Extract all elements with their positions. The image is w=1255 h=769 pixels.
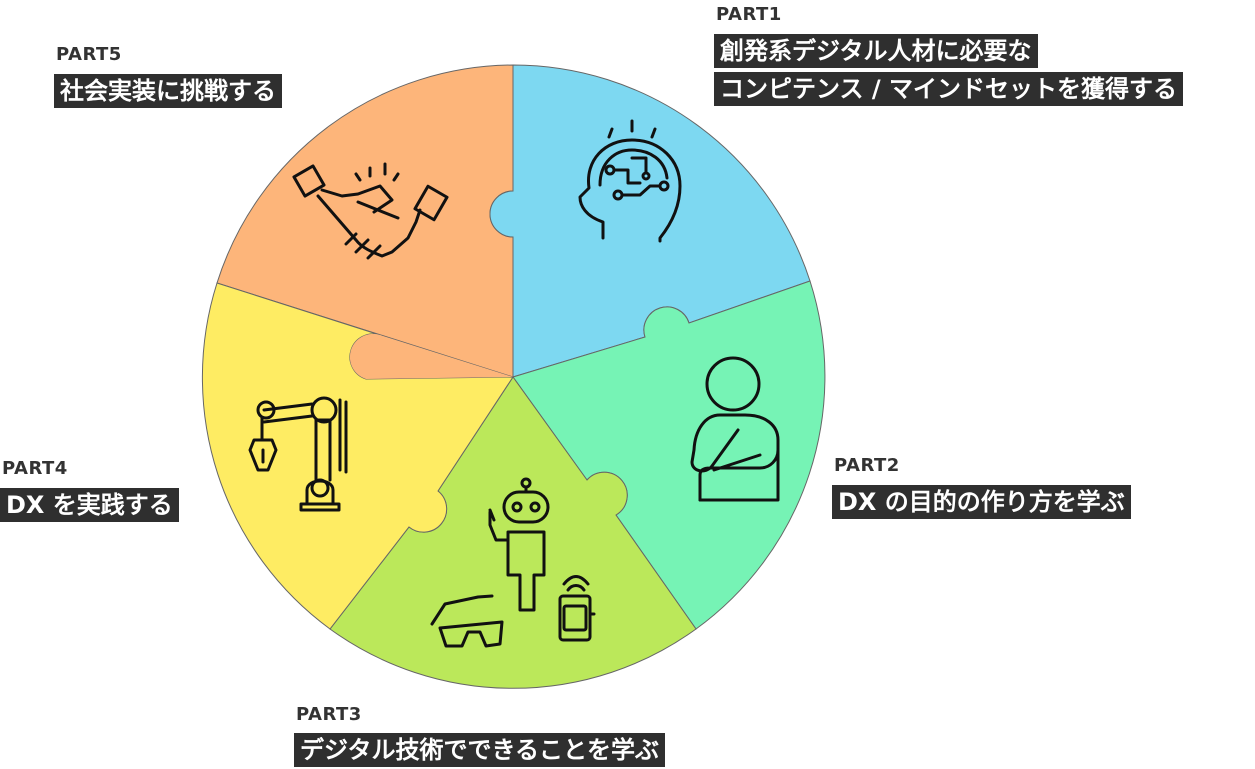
part2-text-line1: DX の目的の作り方を学ぶ	[832, 485, 1131, 519]
handshake-icon	[292, 162, 449, 260]
part5-text-line1: 社会実装に挑戦する	[54, 74, 282, 108]
brain-circuit-icon	[578, 119, 682, 243]
part5-label: PART5	[56, 44, 122, 65]
part3-label: PART3	[296, 704, 362, 725]
part1-label: PART1	[716, 4, 782, 25]
robot-arm-icon	[248, 396, 348, 512]
part1-text-line1: 創発系デジタル人材に必要な	[714, 34, 1038, 68]
thinking-person-icon	[690, 356, 780, 502]
part4-label: PART4	[2, 458, 68, 479]
segment-part5-knob	[349, 333, 513, 379]
part1-text-line2: コンピテンス / マインドセットを獲得する	[714, 72, 1183, 106]
robot-glasses-watch-icon	[430, 477, 596, 648]
part3-text-line1: デジタル技術でできることを学ぶ	[294, 733, 666, 767]
part4-text-line1: DX を実践する	[0, 488, 179, 522]
part2-label: PART2	[834, 455, 900, 476]
